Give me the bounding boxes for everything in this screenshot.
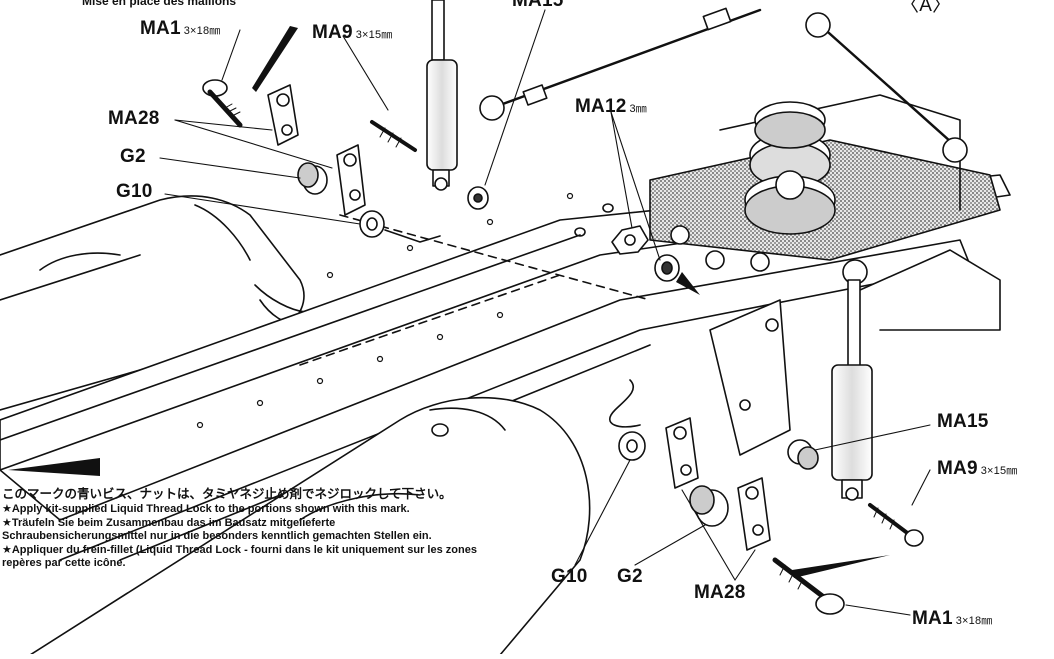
thread-lock-notes: このマークの青いビス、ナットは、タミヤネジ止め剤でネジロックして下さい。 ★Ap…: [2, 486, 480, 571]
ma28-links-bottom: [665, 417, 771, 551]
lower-shock-absorber: [831, 259, 873, 501]
label-g2-bottom: G2: [617, 566, 643, 587]
label-g10-top: G10: [116, 181, 153, 202]
ma15-top: [467, 186, 489, 210]
screw-ma9-bottom: [868, 503, 924, 547]
ma12-nuts: [574, 203, 680, 282]
thread-lock-arrows: [8, 26, 890, 578]
wire-lower: [608, 379, 641, 428]
thread-lock-arrow-icon: [676, 272, 700, 295]
label-ma15-right: MA15: [937, 411, 989, 432]
ma28-links-top: [267, 84, 366, 216]
lower-tank: [29, 396, 591, 656]
g2-collar-bottom: [689, 485, 729, 527]
upper-shock-absorber: [426, 0, 458, 191]
thread-lock-arrow-icon: [792, 555, 890, 578]
screw-ma9-top: [370, 120, 417, 152]
thread-lock-arrow-icon: [8, 458, 100, 476]
bolt-ma1-top: [202, 79, 243, 128]
ma15-bottom: [787, 439, 819, 470]
alignment-line-1: [339, 214, 651, 301]
bolt-ma1-bottom: [772, 557, 845, 615]
note-german: ★Träufeln Sie beim Zusammenbau das im Ba…: [2, 517, 432, 542]
right-bracket: [709, 249, 1001, 456]
label-g10-bottom: G10: [551, 566, 588, 587]
note-english: ★Apply kit-supplied Liquid Thread Lock t…: [2, 503, 410, 515]
note-japanese: このマークの青いビス、ナットは、タミヤネジ止め剤でネジロックして下さい。: [2, 486, 452, 501]
top-caption: Mise en place des maillons: [82, 0, 237, 8]
linkage-rod: [479, 7, 968, 163]
leader-lines: [159, 9, 931, 616]
thread-lock-arrow-icon: [252, 26, 298, 92]
g10-washer-bottom: [618, 431, 646, 461]
label-g2-top: G2: [120, 146, 146, 167]
label-ma28-bottom: MA28: [694, 582, 746, 603]
g10-washer-top: [359, 210, 441, 243]
note-french: ★Appliquer du frein-fillet (Liquid Threa…: [2, 544, 477, 569]
label-ma28-top: MA28: [108, 108, 160, 129]
gearbox-assembly: [649, 94, 1001, 272]
rivet-holes: [196, 192, 574, 429]
label-a-cut: 〈A〉: [900, 0, 952, 16]
label-ma15-cut: MA15: [512, 0, 564, 11]
g2-collar-top: [297, 162, 328, 195]
alignment-line-2: [299, 274, 561, 366]
